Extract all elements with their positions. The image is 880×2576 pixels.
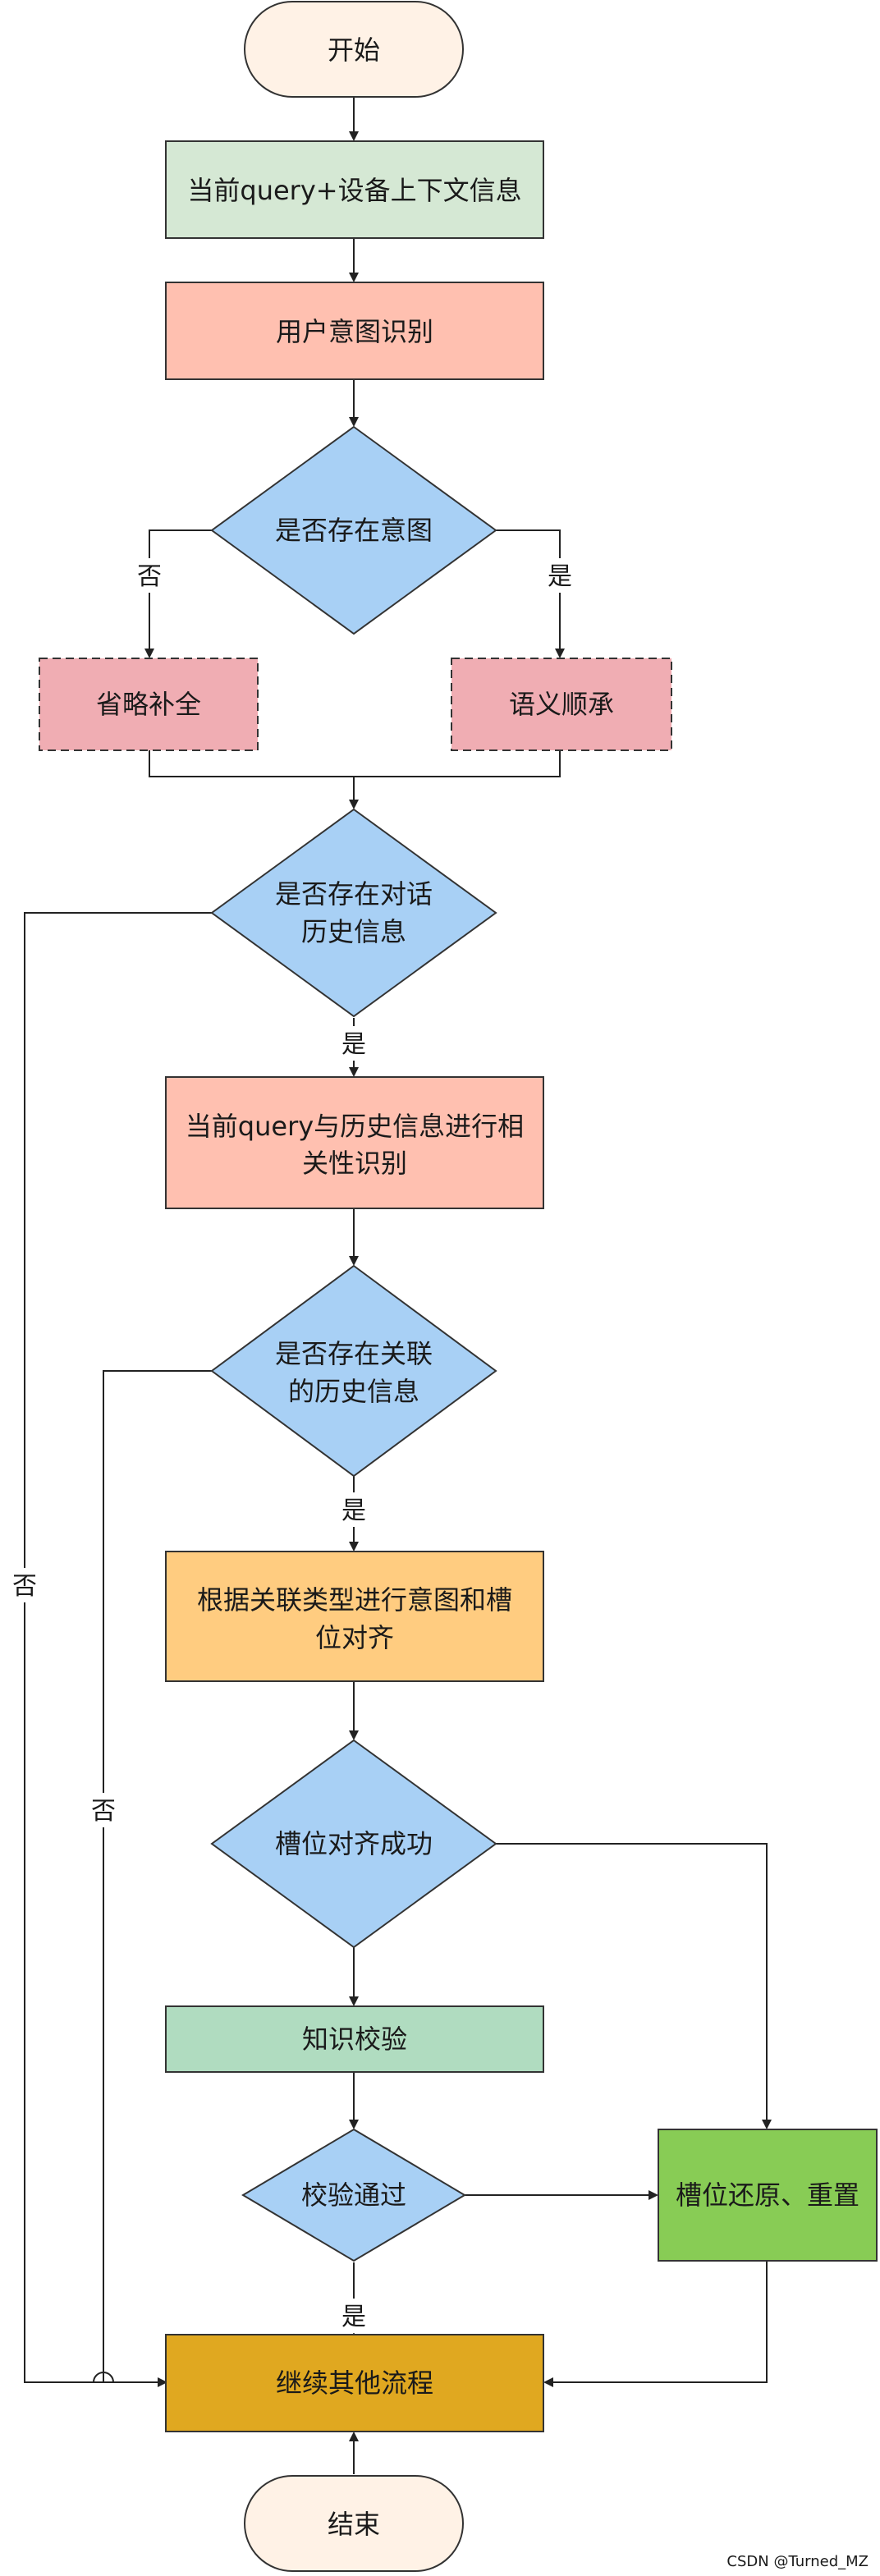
node-start: 开始 bbox=[244, 1, 464, 98]
decision-has-history: 是否存在对话 历史信息 bbox=[210, 808, 497, 1018]
decision-has-intent: 是否存在意图 bbox=[210, 425, 497, 635]
has-history-no-label: 否 bbox=[12, 1572, 37, 1601]
node-input: 当前query+设备上下文信息 bbox=[165, 140, 544, 239]
has-history-label-line2: 历史信息 bbox=[301, 916, 406, 947]
omission-completion-label: 省略补全 bbox=[96, 689, 201, 720]
has-related-yes-label: 是 bbox=[341, 1497, 366, 1525]
relevance-label-line1: 当前query与历史信息进行相 bbox=[186, 1111, 524, 1142]
edge-has-intent-no bbox=[144, 529, 212, 658]
edge-merge bbox=[149, 750, 561, 777]
edge-related-no-a bbox=[103, 1370, 212, 2374]
node-relevance: 当前query与历史信息进行相 关性识别 bbox=[165, 1076, 544, 1209]
edge-has-intent-yes bbox=[496, 529, 565, 658]
has-intent-no-label: 否 bbox=[137, 562, 162, 591]
intent-recognition-label: 用户意图识别 bbox=[276, 316, 433, 347]
node-omission-completion: 省略补全 bbox=[39, 658, 259, 751]
node-end: 结束 bbox=[244, 2475, 464, 2572]
edge-labels: 否 是 是 否 是 否 是 bbox=[8, 558, 576, 2333]
has-related-label-line1: 是否存在关联 bbox=[275, 1338, 433, 1369]
relevance-label-line2: 关性识别 bbox=[302, 1148, 407, 1179]
check-pass-label: 校验通过 bbox=[301, 2180, 406, 2211]
end-label: 结束 bbox=[328, 2509, 380, 2540]
semantic-inherit-label: 语义顺承 bbox=[509, 689, 614, 720]
edges bbox=[24, 97, 772, 2474]
align-label-line1: 根据关联类型进行意图和槽 bbox=[197, 1584, 512, 1616]
edge-history-no bbox=[24, 912, 212, 2387]
node-align: 根据关联类型进行意图和槽 位对齐 bbox=[165, 1551, 544, 1682]
watermark: CSDN @Turned_MZ bbox=[726, 2553, 869, 2570]
slot-reset-label: 槽位还原、重置 bbox=[676, 2180, 859, 2211]
decision-check-pass: 校验通过 bbox=[241, 2128, 466, 2262]
has-intent-label: 是否存在意图 bbox=[275, 515, 433, 546]
edge-reset-continue bbox=[543, 2261, 768, 2387]
check-pass-yes-label: 是 bbox=[341, 2303, 366, 2331]
has-history-label-line1: 是否存在对话 bbox=[275, 878, 433, 910]
edge-slotok-no bbox=[496, 1843, 772, 2129]
align-label-line2: 位对齐 bbox=[315, 1622, 394, 1653]
decision-has-related: 是否存在关联 的历史信息 bbox=[210, 1264, 497, 1478]
input-label: 当前query+设备上下文信息 bbox=[187, 175, 521, 206]
node-knowledge-check: 知识校验 bbox=[165, 2005, 544, 2073]
node-continue-flow: 继续其他流程 bbox=[165, 2334, 544, 2432]
has-related-no-label: 否 bbox=[91, 1797, 116, 1826]
has-history-yes-label: 是 bbox=[341, 1030, 366, 1059]
slot-align-ok-label: 槽位对齐成功 bbox=[275, 1828, 433, 1859]
edge-crossing-hop bbox=[93, 2372, 114, 2383]
has-related-label-line2: 的历史信息 bbox=[288, 1376, 419, 1407]
continue-flow-label: 继续其他流程 bbox=[276, 2367, 433, 2399]
has-intent-yes-label: 是 bbox=[548, 562, 572, 591]
knowledge-check-label: 知识校验 bbox=[302, 2024, 407, 2055]
node-semantic-inherit: 语义顺承 bbox=[451, 658, 672, 751]
start-label: 开始 bbox=[328, 34, 380, 66]
decision-slot-align-ok: 槽位对齐成功 bbox=[210, 1739, 497, 1949]
node-slot-reset: 槽位还原、重置 bbox=[658, 2129, 878, 2262]
node-intent-recognition: 用户意图识别 bbox=[165, 282, 544, 380]
